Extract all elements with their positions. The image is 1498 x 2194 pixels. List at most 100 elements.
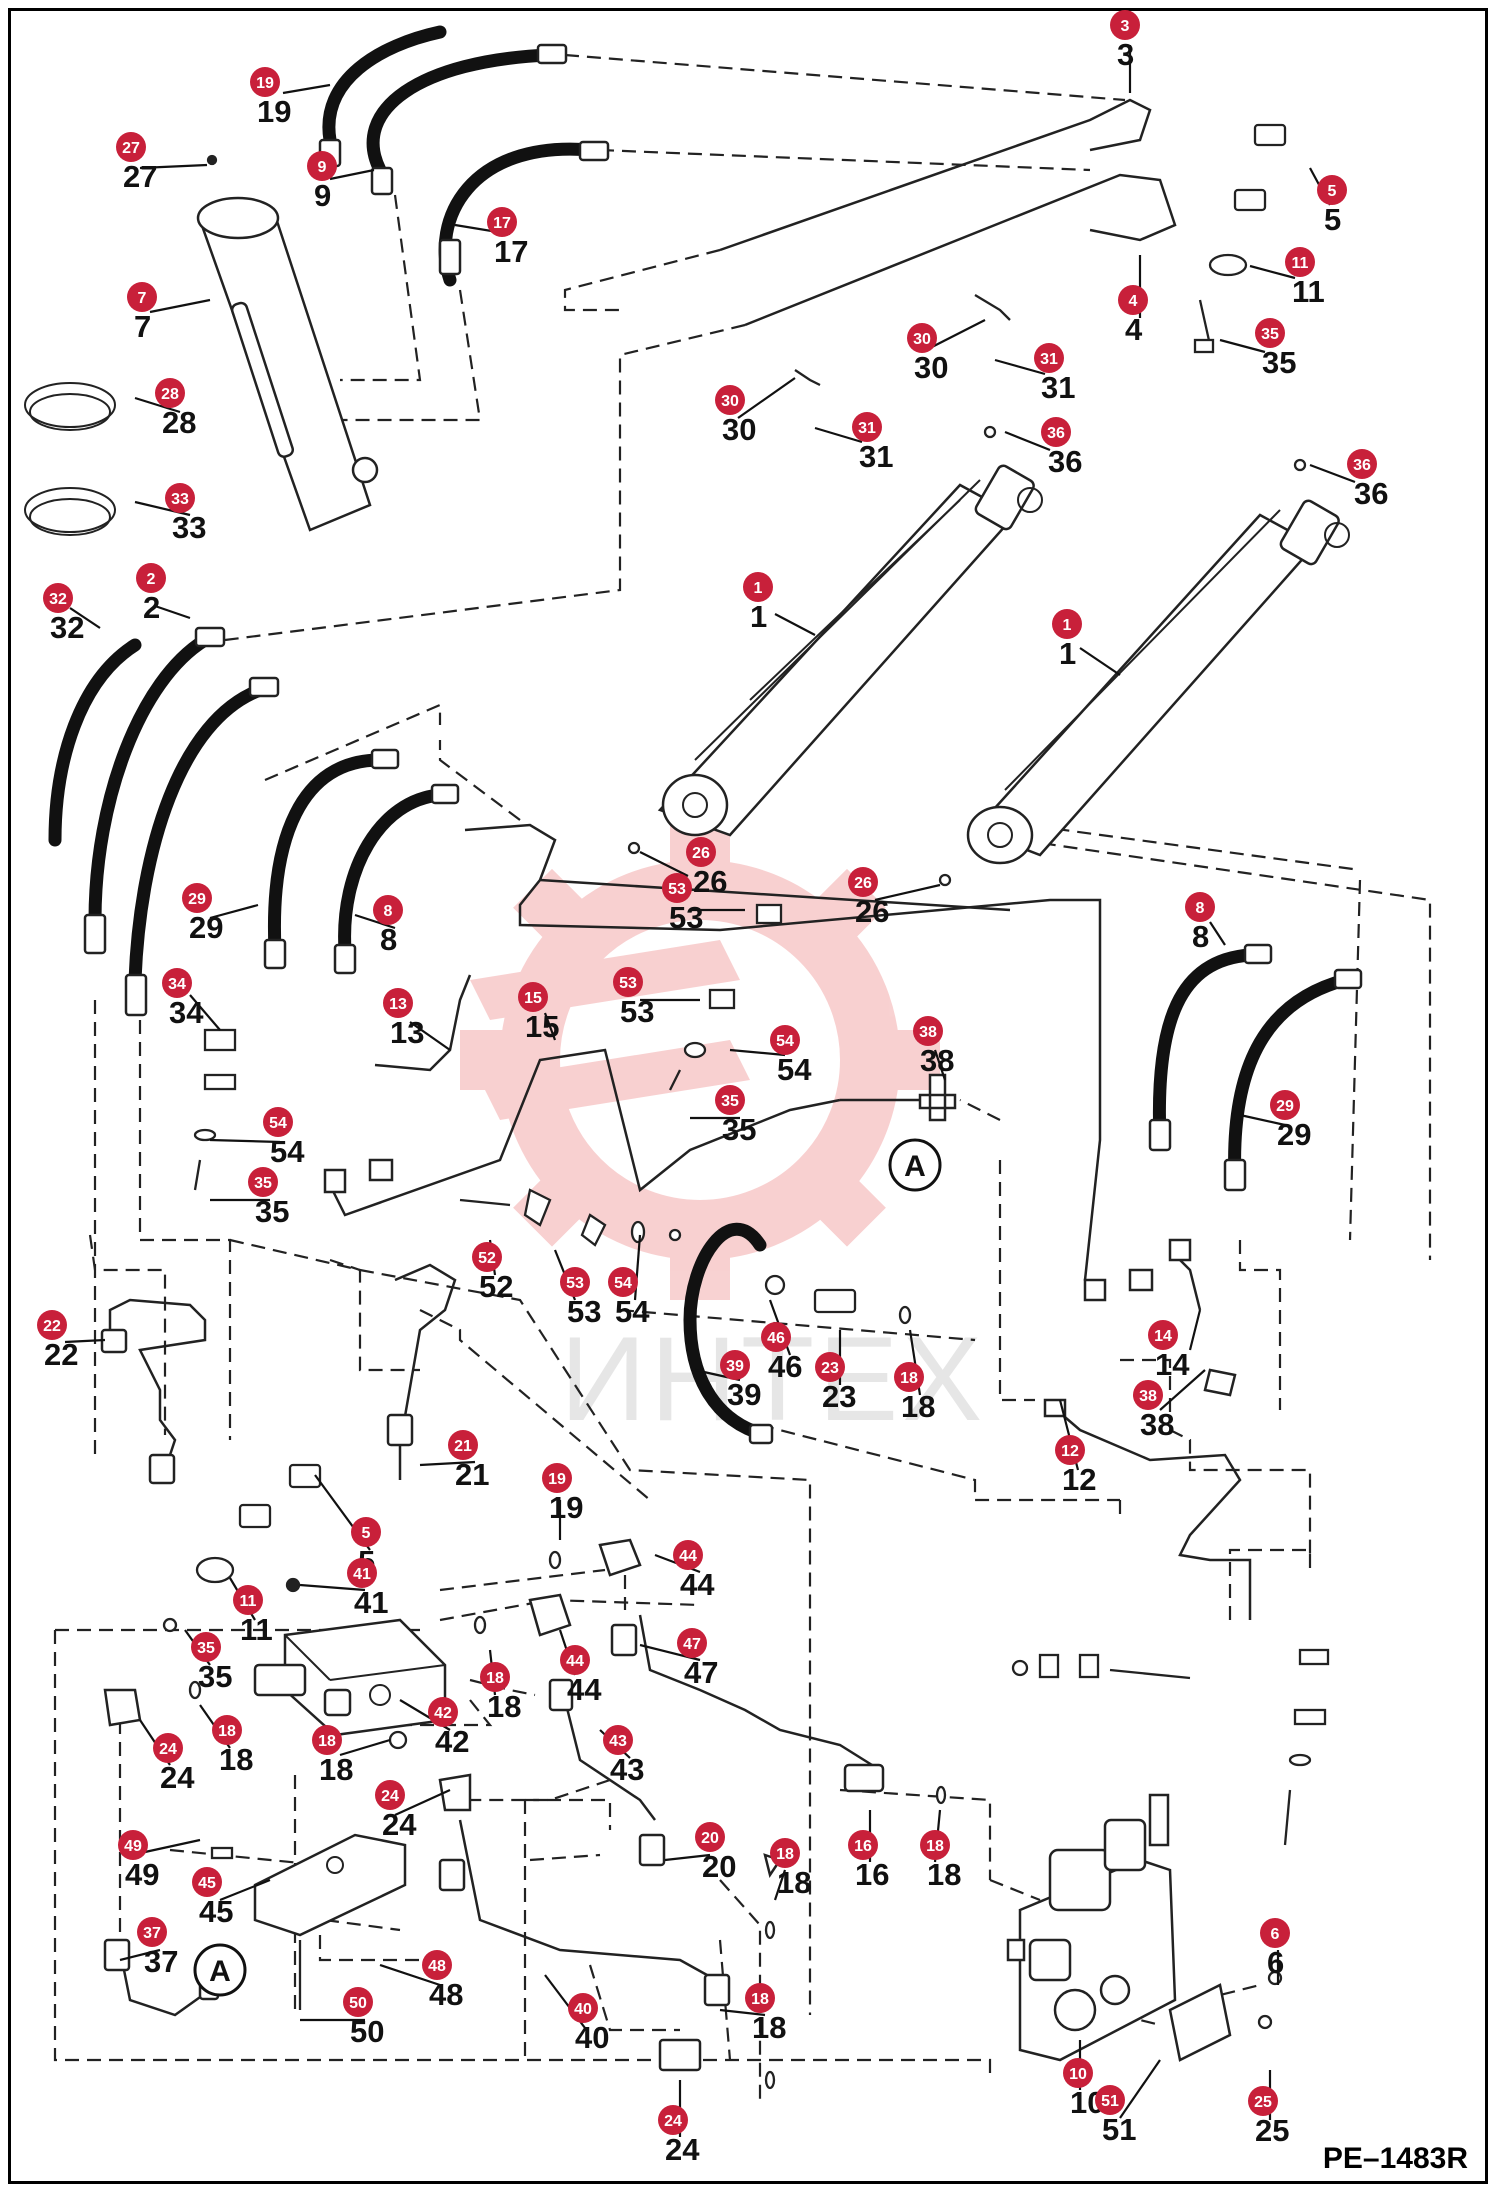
callout-number: 45 (199, 1894, 233, 1929)
callout-badge-label: 31 (858, 420, 876, 437)
callout-number: 14 (1155, 1347, 1190, 1382)
callout-number: 31 (859, 439, 893, 474)
callout-badge-label: 35 (1261, 326, 1279, 343)
callout-leader (144, 1838, 201, 1854)
callout-badge-label: 44 (566, 1653, 584, 1670)
callout-number: 54 (777, 1052, 812, 1087)
callout-badge (480, 1662, 510, 1692)
reference-a-bottom-label: A (209, 1955, 231, 1988)
callout-badge-label: 53 (668, 881, 686, 898)
callout-number: 1 (750, 599, 767, 634)
callout-badge (1095, 2085, 1125, 2115)
callout-badge-label: 30 (913, 331, 931, 348)
callout-number: 30 (722, 412, 756, 447)
callout-badge (1034, 343, 1064, 373)
callout-badge-label: 33 (171, 491, 189, 508)
callout-number: 13 (390, 1015, 424, 1050)
callout-number: 29 (189, 910, 223, 945)
callout-number: 19 (257, 94, 291, 129)
watermark-gear-icon (460, 820, 940, 1300)
callout-leader (1239, 1113, 1286, 1127)
callout-badge-label: 54 (269, 1115, 287, 1132)
callout-leader (219, 1878, 271, 1902)
callout-badge-label: 5 (1328, 183, 1337, 200)
callout-number: 40 (575, 2020, 609, 2055)
callout-number: 41 (354, 1585, 388, 1620)
callout-leader (1209, 921, 1226, 946)
callout-badge (312, 1725, 342, 1755)
callout-number: 51 (1102, 2112, 1136, 2147)
callout-badge (852, 412, 882, 442)
callout-9: 99 (307, 151, 375, 213)
callout-badge (263, 1107, 293, 1137)
callout-badge (347, 1558, 377, 1588)
callout-badge (715, 385, 745, 415)
callout-number: 35 (722, 1112, 756, 1147)
callout-number: 23 (822, 1379, 856, 1414)
callout-badge-label: 51 (1101, 2093, 1119, 2110)
callout-leader (994, 358, 1046, 376)
callout-3: 33 (1110, 10, 1140, 93)
callout-badge (383, 988, 413, 1018)
callout-leader (874, 883, 941, 902)
hose-9 (366, 48, 557, 177)
callout-badge (1317, 175, 1347, 205)
callout-badge (116, 132, 146, 162)
callout-leader (282, 83, 331, 95)
callout-number: 18 (487, 1689, 521, 1724)
callout-badge (1148, 1320, 1178, 1350)
callout-number: 54 (615, 1294, 650, 1329)
callout-badge-label: 36 (1047, 425, 1065, 442)
callout-number: 53 (620, 994, 654, 1029)
callout-badge-label: 15 (524, 990, 542, 1007)
callout-badge (848, 1830, 878, 1860)
callout-number: 11 (1292, 274, 1325, 309)
callout-badge-label: 35 (721, 1093, 739, 1110)
callout-leader (209, 903, 259, 920)
callout-badge (250, 67, 280, 97)
hose-29a (267, 753, 387, 957)
callout-number: 27 (123, 159, 157, 194)
part-code: PE–1483R (1322, 2142, 1468, 2175)
callout-number: 43 (610, 1752, 644, 1787)
callout-2: 22 (136, 563, 191, 625)
callout-badge (472, 1242, 502, 1272)
callout-badge-label: 54 (776, 1033, 794, 1050)
reference-a-bottom: A (193, 1943, 247, 1997)
lift-cylinder-right (966, 499, 1350, 865)
callout-number: 35 (255, 1194, 289, 1229)
hydraulic-hoses (48, 25, 1352, 1442)
callout-badge (1255, 318, 1285, 348)
callout-badge (375, 1780, 405, 1810)
callout-badge-label: 10 (1069, 2066, 1087, 2083)
callout-leader (339, 1738, 391, 1757)
callout-leader (1119, 2059, 1161, 2119)
callout-badge-label: 18 (318, 1733, 336, 1750)
callout-badge (677, 1628, 707, 1658)
callout-badge (658, 2105, 688, 2135)
callout-number: 48 (429, 1977, 463, 2012)
callout-number: 53 (669, 900, 703, 935)
callout-badge (373, 895, 403, 925)
callout-badge (1260, 1918, 1290, 1948)
callout-badge (233, 1585, 263, 1615)
